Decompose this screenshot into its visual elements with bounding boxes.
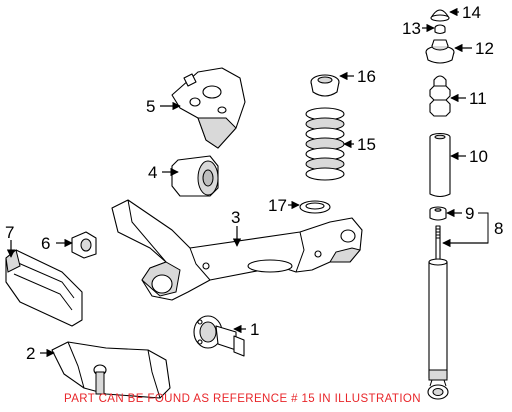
- callout-5: 5: [146, 97, 155, 116]
- part-6-clip: [71, 231, 97, 259]
- callout-9: 9: [465, 204, 474, 223]
- part-11-bump-stop: [429, 75, 451, 117]
- part-12-top-mount: [425, 39, 455, 64]
- callout-1: 1: [250, 320, 259, 339]
- part-2-lower-bracket: [51, 341, 171, 399]
- callout-14: 14: [462, 3, 481, 22]
- part-13-nut: [434, 24, 446, 35]
- callout-8: 8: [494, 219, 503, 238]
- callout-6: 6: [41, 234, 50, 253]
- callout-4: 4: [148, 163, 157, 182]
- callout-16: 16: [357, 67, 376, 86]
- callout-15: 15: [357, 135, 376, 154]
- part-16-spring-seat: [310, 74, 340, 97]
- part-9-washer: [429, 206, 447, 221]
- callout-17: 17: [268, 196, 287, 215]
- reference-note: PART CAN BE FOUND AS REFERENCE # 15 IN I…: [64, 393, 421, 405]
- callout-10: 10: [469, 147, 488, 166]
- callout-2: 2: [26, 344, 35, 363]
- callout-13: 13: [402, 19, 421, 38]
- callout-7: 7: [5, 223, 14, 242]
- part-5-mounting-bracket: [171, 67, 246, 149]
- part-7-cover-plate: [5, 249, 83, 327]
- part-10-dust-boot: [429, 132, 451, 198]
- callout-3: 3: [231, 208, 240, 227]
- callout-leaders: [6, 7, 489, 358]
- part-3-axle-beam: [111, 199, 363, 301]
- callout-11: 11: [469, 89, 487, 108]
- part-14-cap: [430, 9, 450, 22]
- part-1-wheel-hub: [193, 315, 245, 357]
- callout-12: 12: [475, 39, 494, 58]
- part-4-bushing: [171, 155, 219, 197]
- part-15-coil-spring: [305, 107, 345, 181]
- part-17-lower-seat: [299, 200, 331, 214]
- callout-numbers: 5 4 6 7 3 1 2 16 15 17 14 13 12 11 10 9 …: [5, 3, 503, 363]
- part-8-shock-absorber: [427, 225, 449, 400]
